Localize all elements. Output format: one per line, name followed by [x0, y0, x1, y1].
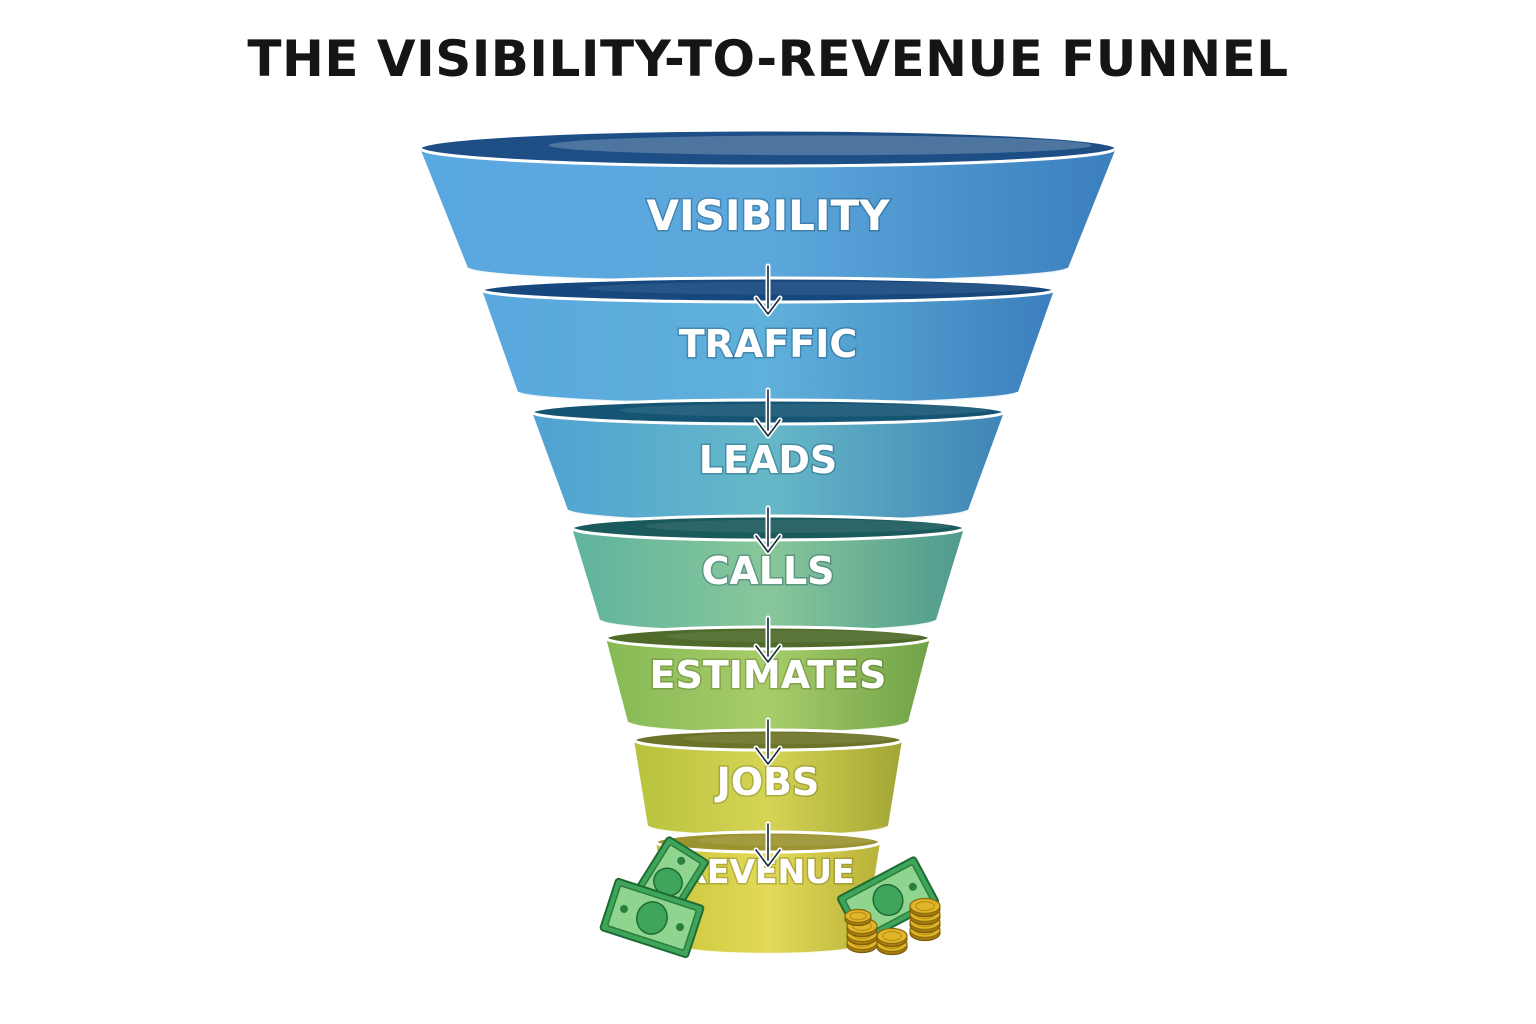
stage-label: JOBS — [714, 760, 820, 804]
flow-arrow-icon — [753, 615, 783, 665]
stage-rim-highlight — [548, 135, 1092, 156]
flow-arrow-icon — [753, 387, 783, 439]
stage-label: TRAFFIC — [679, 322, 858, 366]
stage-label: VISIBILITY — [646, 191, 890, 240]
flow-arrows — [753, 263, 783, 869]
flow-arrow-icon — [753, 505, 783, 555]
money-decorations — [599, 836, 941, 959]
funnel-stage-visibility: VISIBILITY — [418, 128, 1118, 284]
stage-rim-highlight — [644, 519, 951, 533]
stage-body — [634, 740, 902, 836]
stage-label: CALLS — [701, 549, 834, 593]
stage-rim-highlight — [619, 403, 988, 417]
stage-body — [482, 290, 1054, 404]
stage-body — [656, 842, 880, 954]
flow-arrow-icon — [753, 821, 783, 869]
stage-body — [606, 638, 930, 733]
stage-body — [572, 528, 964, 632]
page-title: THE VISIBILITY-TO-REVENUE FUNNEL — [247, 30, 1289, 88]
flow-arrow-icon — [753, 717, 783, 767]
stage-rim-highlight — [587, 281, 1034, 295]
stage-rim-highlight — [665, 630, 919, 643]
flow-arrow-icon — [753, 263, 783, 317]
money-and-coins-icon — [837, 856, 941, 956]
funnel-stage-revenue: REVENUE — [654, 830, 882, 956]
money-bills-icon — [599, 836, 709, 959]
stage-body — [532, 412, 1004, 522]
stage-rim — [418, 128, 1118, 168]
funnel-stages: VISIBILITYTRAFFICLEADSCALLSESTIMATESJOBS… — [418, 128, 1118, 956]
stage-label: LEADS — [699, 438, 838, 482]
funnel-stage-leads: LEADS — [530, 398, 1006, 524]
stage-rim-highlight — [697, 835, 873, 846]
funnel-stage-jobs: JOBS — [632, 728, 904, 838]
stage-rim-highlight — [683, 733, 893, 744]
stage-body — [420, 148, 1116, 282]
